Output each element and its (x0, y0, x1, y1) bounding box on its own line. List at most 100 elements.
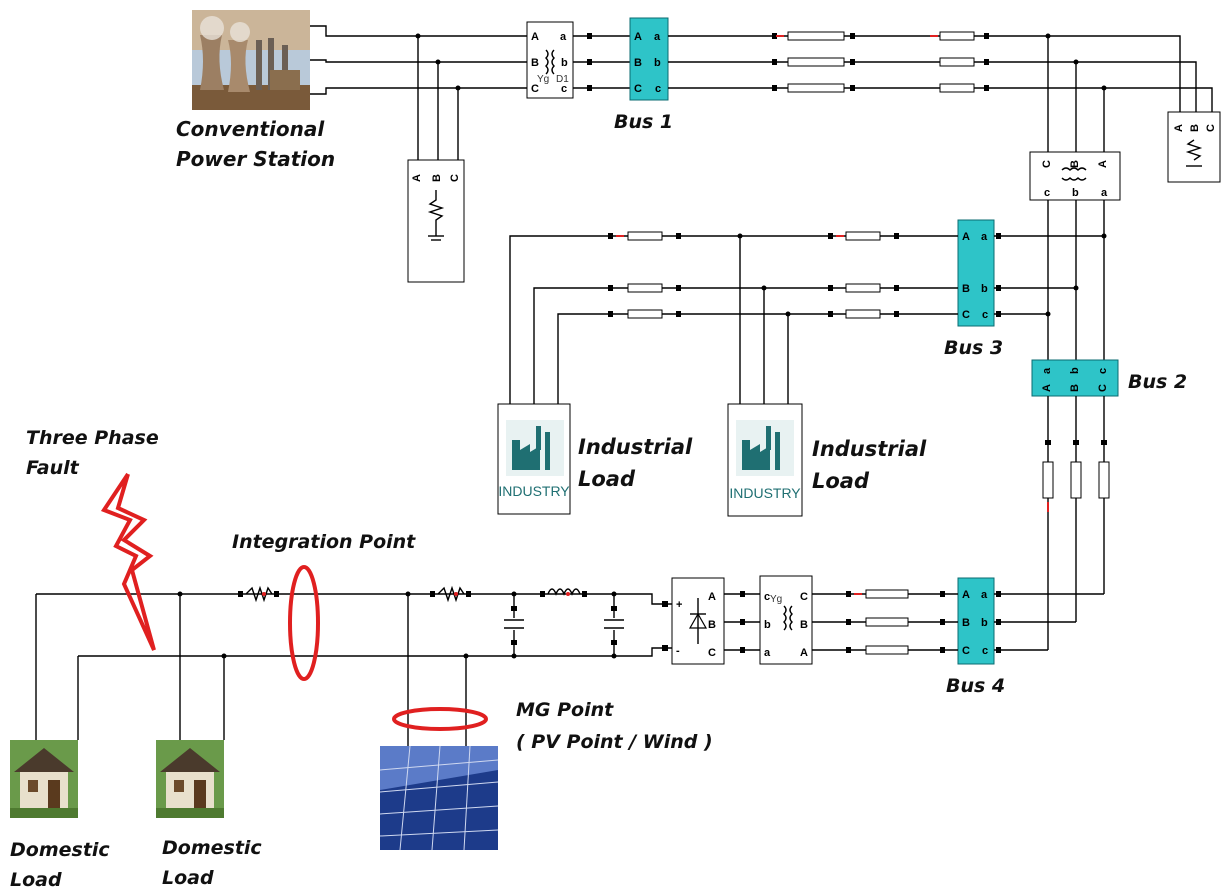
bus-1-label: Bus 1 (614, 111, 673, 133)
rlc-load-block-2[interactable]: A B C (1167, 111, 1221, 183)
conventional-label-line2: Power Station (176, 147, 335, 171)
svg-text:c: c (1097, 368, 1109, 374)
svg-text:b: b (981, 617, 988, 629)
domestic-load-1-image[interactable] (10, 740, 78, 818)
svg-text:B: B (962, 617, 970, 629)
transformer-1[interactable]: A B C a b c Yg D1 (526, 21, 574, 99)
mg-point-label-line1: MG Point (516, 699, 614, 721)
svg-text:C: C (800, 591, 808, 603)
transformer-3[interactable]: c b a C B A Yg (759, 575, 813, 665)
svg-text:C: C (1097, 384, 1109, 392)
svg-text:b: b (981, 283, 988, 295)
svg-text:a: a (981, 589, 988, 601)
transformer-1-yg: Yg (537, 74, 549, 85)
svg-text:b: b (764, 619, 771, 631)
svg-text:A: A (1041, 384, 1053, 392)
svg-text:b: b (561, 57, 568, 69)
svg-text:c: c (982, 645, 988, 657)
industrial-load-1-block[interactable]: INDUSTRY (497, 403, 571, 515)
svg-text:B: B (634, 57, 642, 69)
bus-4-label: Bus 4 (946, 675, 1005, 697)
power-station-image (192, 10, 310, 110)
svg-text:a: a (1041, 367, 1053, 374)
svg-text:b: b (1072, 187, 1079, 199)
svg-text:B: B (962, 283, 970, 295)
svg-text:a: a (560, 31, 567, 43)
svg-text:b: b (654, 57, 661, 69)
svg-text:a: a (654, 31, 661, 43)
svg-text:c: c (764, 591, 770, 603)
bus-3-label: Bus 3 (944, 337, 1003, 359)
domestic-load-2-label-line1: Domestic (162, 837, 262, 859)
svg-text:B: B (1189, 124, 1201, 132)
bus-2-block[interactable]: a b c A B C (1031, 359, 1119, 397)
transformer-3-yg: Yg (770, 594, 782, 605)
line-segment-3 (1042, 461, 1110, 499)
svg-text:C: C (449, 174, 461, 182)
svg-text:B: B (1069, 160, 1081, 168)
mg-point-ring (392, 707, 488, 731)
rlc-load-block-1[interactable]: A B C (407, 159, 465, 283)
industrial-load-2-label-line2: Load (812, 469, 870, 493)
svg-text:c: c (561, 83, 567, 95)
svg-text:B: B (800, 619, 808, 631)
svg-text:C: C (634, 83, 642, 95)
svg-text:c: c (982, 309, 988, 321)
svg-text:B: B (431, 174, 443, 182)
svg-text:B: B (1069, 384, 1081, 392)
svg-text:A: A (708, 591, 716, 603)
industrial-load-2-block[interactable]: INDUSTRY (727, 403, 803, 517)
mg-point-label-line2: ( PV Point / Wind ) (516, 731, 713, 753)
fault-lightning-icon (100, 472, 156, 651)
svg-text:A: A (1173, 124, 1185, 132)
converter-block[interactable]: + - A B C (671, 577, 725, 665)
line-segment-1 (787, 31, 975, 93)
svg-text:b: b (1069, 367, 1081, 374)
line-segment-4 (865, 589, 909, 655)
svg-text:c: c (655, 83, 661, 95)
converter-minus: - (676, 645, 680, 657)
conventional-label-line1: Conventional (176, 117, 325, 141)
svg-text:B: B (531, 57, 539, 69)
svg-text:A: A (800, 647, 808, 659)
industrial-load-2-label-line1: Industrial (812, 437, 927, 461)
svg-text:C: C (962, 309, 970, 321)
svg-text:A: A (411, 174, 423, 182)
transformer-1-d1: D1 (556, 74, 569, 85)
integration-point-ring (288, 565, 320, 681)
svg-text:C: C (962, 645, 970, 657)
svg-text:C: C (1041, 160, 1053, 168)
bus-2-label: Bus 2 (1128, 371, 1187, 393)
svg-text:B: B (708, 619, 716, 631)
svg-text:a: a (764, 647, 771, 659)
industrial-load-1-label-line1: Industrial (578, 435, 693, 459)
domestic-load-1-label-line2: Load (10, 869, 62, 890)
svg-text:C: C (1205, 124, 1217, 132)
svg-text:a: a (1101, 187, 1108, 199)
industrial-load-1-label-line2: Load (578, 467, 636, 491)
svg-text:c: c (1044, 187, 1050, 199)
fault-label-line2: Fault (26, 457, 80, 479)
domestic-load-2-label-line2: Load (162, 867, 214, 889)
svg-text:A: A (962, 589, 970, 601)
svg-text:A: A (634, 31, 642, 43)
domestic-load-2-image[interactable] (156, 740, 224, 818)
svg-text:A: A (1097, 160, 1109, 168)
svg-text:A: A (962, 231, 970, 243)
svg-text:C: C (708, 647, 716, 659)
svg-text:C: C (531, 83, 539, 95)
fault-label-line1: Three Phase (26, 427, 159, 449)
integration-point-label: Integration Point (232, 531, 416, 553)
line-segment-2 (627, 231, 881, 319)
svg-text:a: a (981, 231, 988, 243)
svg-text:A: A (531, 31, 539, 43)
industry-text-1: INDUSTRY (498, 483, 570, 499)
domestic-load-1-label-line1: Domestic (10, 839, 110, 861)
converter-plus: + (676, 599, 682, 611)
transformer-2[interactable]: C B A c b a (1029, 151, 1121, 201)
industry-text-2: INDUSTRY (729, 485, 801, 501)
